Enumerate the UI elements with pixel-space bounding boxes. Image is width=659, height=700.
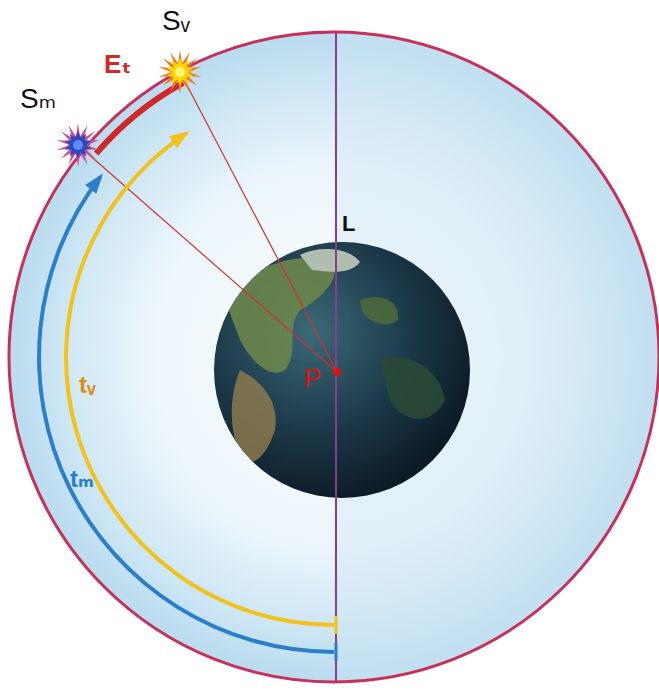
sun-star-core (175, 67, 185, 77)
meridian-line (335, 32, 337, 682)
sight-line (180, 72, 337, 372)
observer-point (333, 368, 341, 376)
earth (214, 242, 470, 498)
arc-label: tᵥ (79, 372, 96, 398)
arrowhead (169, 131, 190, 148)
time-arcs (37, 80, 336, 661)
sun-star (159, 50, 202, 94)
sidereal-star-inner (65, 131, 92, 159)
sidereal-star (57, 123, 100, 167)
stars (57, 50, 202, 167)
sight-line (78, 145, 337, 372)
sun-star-inner (167, 58, 194, 86)
sidereal-star-core (73, 140, 83, 150)
celestial-sphere (9, 32, 659, 682)
solar-time-arc (64, 132, 334, 627)
point-label: P (304, 364, 321, 393)
arc-label: tₘ (70, 466, 94, 492)
arc-end-tick (335, 643, 338, 661)
line-label: L (342, 212, 355, 236)
equation-of-time-arc (94, 80, 185, 155)
sphere-outline (9, 32, 659, 682)
star-label: Sₘ (20, 84, 56, 115)
arc-label: Eₜ (104, 50, 131, 79)
star-label: Sᵥ (162, 6, 190, 37)
arrowhead (85, 174, 103, 194)
arc-end-tick (335, 616, 338, 634)
